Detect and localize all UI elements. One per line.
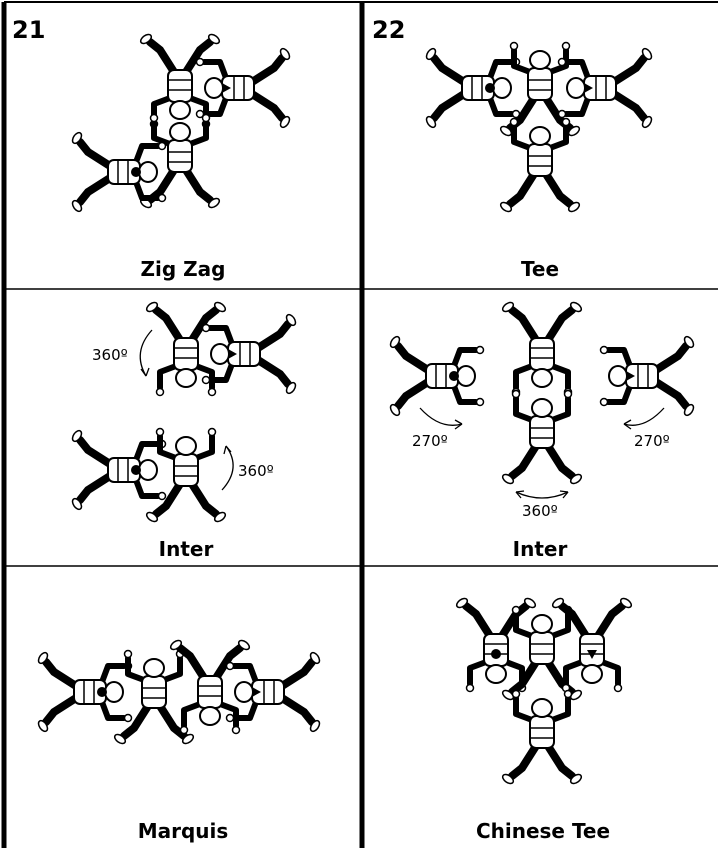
dive-number-21: 21: [12, 16, 45, 44]
rotation-arrow-bottom-22: [516, 491, 568, 498]
rotation-label-right: 360º: [238, 462, 274, 480]
zig-zag-formation: [71, 33, 292, 213]
rotation-label-right-22: 270º: [634, 432, 670, 450]
chinese-tee-formation: [455, 597, 633, 786]
rotation-label-left: 360º: [92, 346, 128, 364]
rotation-arrow-left-22: [420, 408, 462, 429]
rotation-arrow-right-22: [624, 408, 664, 429]
tee-formation: [425, 43, 654, 214]
rotation-label-bottom-22: 360º: [522, 502, 558, 520]
rotation-arrow-left: [140, 330, 152, 376]
grid-frame: [4, 2, 718, 848]
dive-number-22: 22: [372, 16, 405, 44]
rotation-arrow-right: [222, 446, 233, 490]
rotation-label-left-22: 270º: [412, 432, 448, 450]
inter-22-formation: [389, 301, 696, 486]
inter-21-label: Inter: [159, 537, 214, 561]
chinese-tee-label: Chinese Tee: [476, 819, 610, 843]
marquis-label: Marquis: [138, 819, 229, 843]
zig-zag-label: Zig Zag: [141, 257, 226, 281]
tee-label: Tee: [521, 257, 559, 281]
inter-22-label: Inter: [513, 537, 568, 561]
marquis-formation: [37, 639, 322, 746]
inter-21-formation: [71, 301, 298, 524]
